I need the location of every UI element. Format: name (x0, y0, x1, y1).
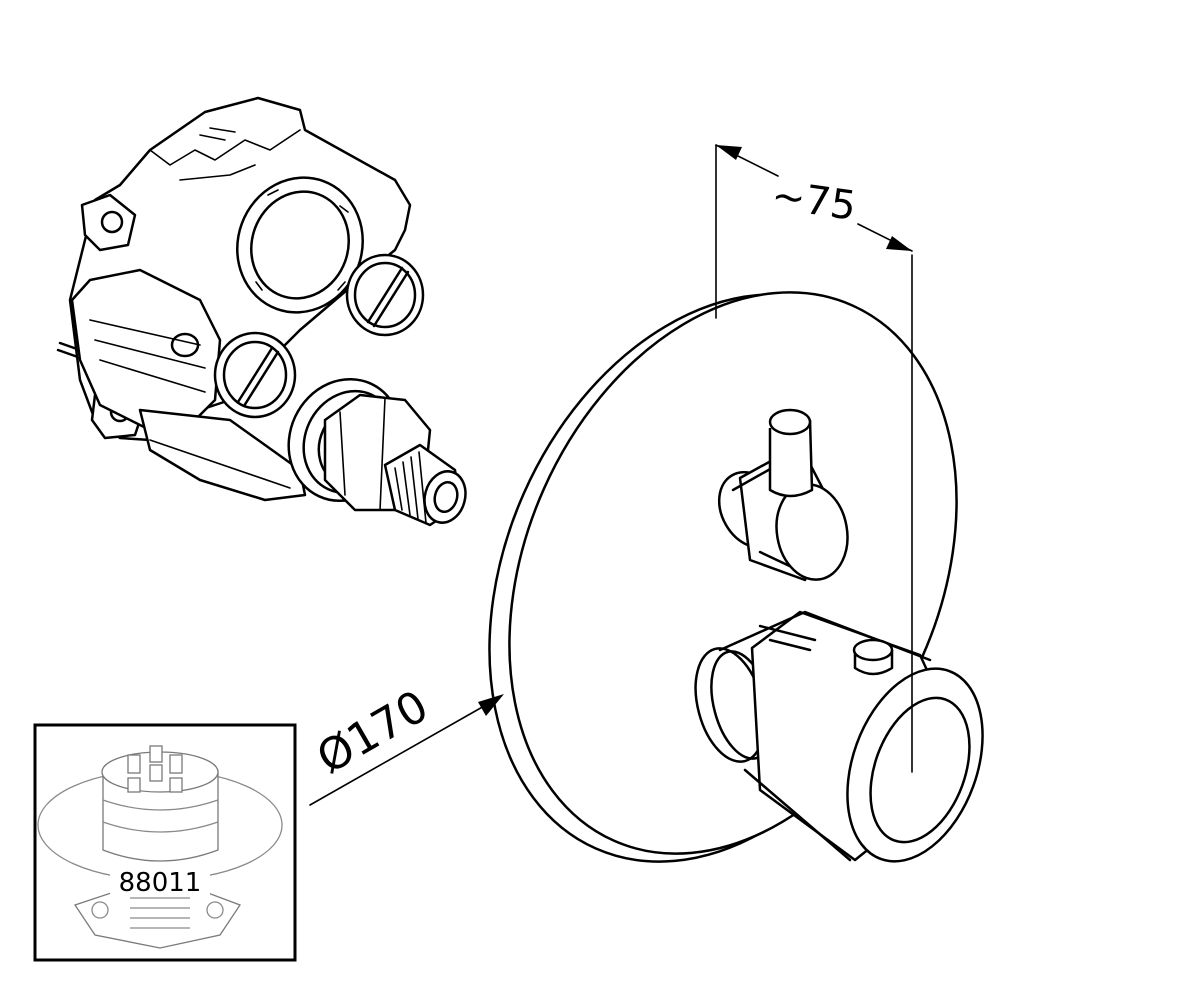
diameter-dimension: Ø170 (309, 681, 504, 806)
arrowhead-icon (716, 145, 742, 160)
depth-label: ~75 (769, 172, 859, 229)
inset-box: 88011 (33, 723, 297, 962)
concealed-valve-body (56, 96, 467, 527)
diverter-knob (717, 408, 849, 582)
arrowhead-icon (886, 236, 912, 251)
arrowhead-icon (478, 694, 504, 716)
thermostat-handle (694, 610, 984, 863)
part-number: 88011 (119, 868, 202, 898)
